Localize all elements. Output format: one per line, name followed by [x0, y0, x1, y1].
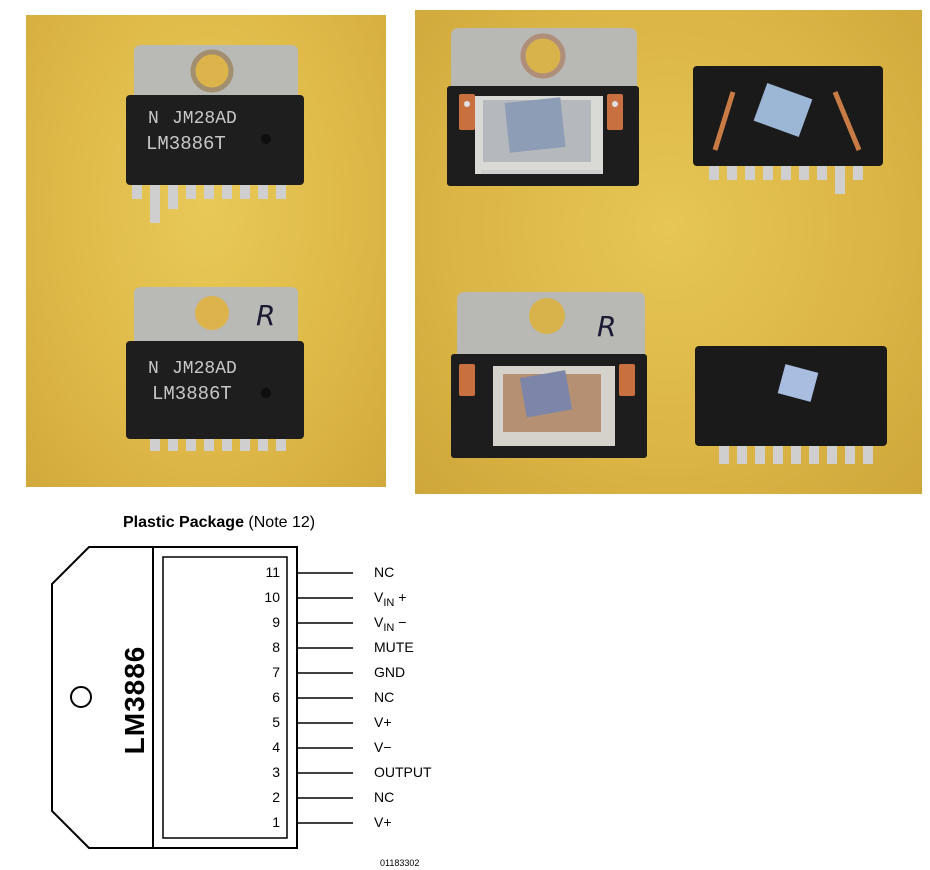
- figure-number: 01183302: [380, 858, 420, 868]
- pin-number-4: 4: [272, 739, 280, 755]
- svg-text:N: N: [148, 359, 159, 379]
- chip-bottom-marking-2: LM3886T: [152, 383, 232, 405]
- opened-package-bottom: R: [451, 292, 647, 458]
- package-title-bold: Plastic Package: [123, 514, 244, 531]
- pin-label-11: NC: [374, 564, 395, 580]
- pin-number-8: 8: [272, 639, 280, 655]
- chip-top-marking-2: LM3886T: [146, 133, 226, 155]
- pin-label-3: OUTPUT: [374, 764, 432, 780]
- pin-label-4: V−: [374, 739, 392, 755]
- pin-number-10: 10: [264, 589, 280, 605]
- pin-number-9: 9: [272, 614, 280, 630]
- intact-chips-photo: JM28AD LM3886T N R JM28AD LM3886T N: [26, 15, 386, 487]
- plastic-shell-bottom: [695, 346, 887, 464]
- chip-name-label: LM3886: [119, 645, 150, 755]
- opened-package-handwritten-mark: R: [597, 310, 616, 343]
- plastic-shell-top: [693, 66, 883, 194]
- opened-package-top: [447, 28, 639, 186]
- package-title-note: (Note 12): [248, 514, 316, 531]
- pin-label-1: V+: [374, 814, 392, 830]
- chip-top-marking-1: JM28AD: [172, 109, 237, 129]
- pin-label-5: V+: [374, 714, 392, 730]
- package-title: Plastic Package (Note 12): [123, 514, 315, 532]
- pin-number-2: 2: [272, 789, 280, 805]
- pin-number-7: 7: [272, 664, 280, 680]
- decapped-chips-photo: R: [415, 10, 922, 494]
- pin-label-6: NC: [374, 689, 395, 705]
- pin-label-2: NC: [374, 789, 395, 805]
- pin-number-3: 3: [272, 764, 280, 780]
- chip-bottom: R JM28AD LM3886T N: [126, 287, 304, 451]
- pin-number-1: 1: [272, 814, 280, 830]
- chip-top: JM28AD LM3886T N: [126, 45, 304, 223]
- chip-bottom-handwritten-mark: R: [256, 299, 275, 332]
- pin-number-5: 5: [272, 714, 280, 730]
- pin-label-10: VIN +: [374, 589, 407, 609]
- pin-number-11: 11: [265, 564, 280, 580]
- svg-text:N: N: [148, 109, 159, 129]
- pin-label-8: MUTE: [374, 639, 414, 655]
- pin-label-7: GND: [374, 664, 406, 680]
- pin-number-6: 6: [272, 689, 280, 705]
- chip-bottom-marking-1: JM28AD: [172, 359, 237, 379]
- pin-label-9: VIN −: [374, 614, 407, 634]
